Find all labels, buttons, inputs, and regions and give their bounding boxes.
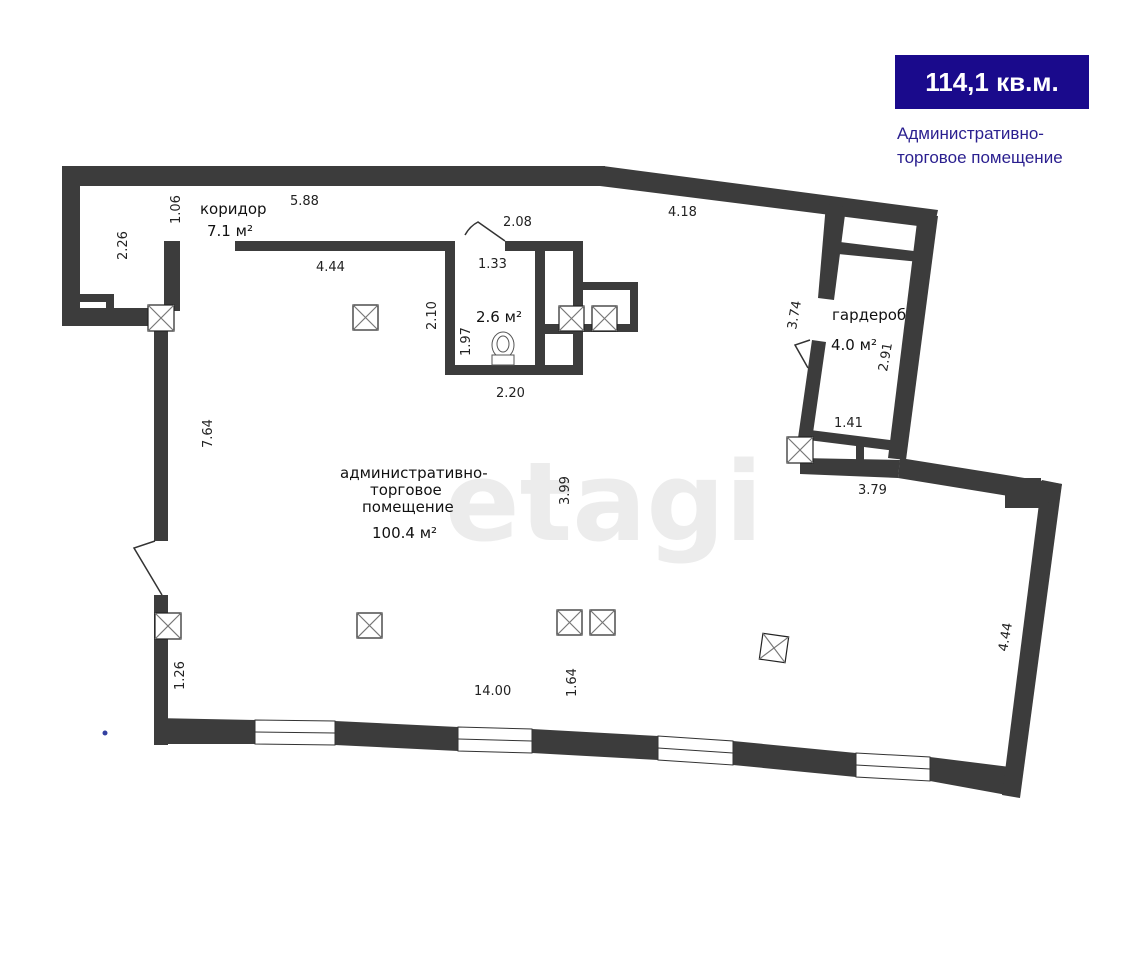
room-area-corridor: 7.1 м² bbox=[207, 222, 253, 240]
property-type-line1: Административно- bbox=[897, 124, 1044, 143]
column-icon bbox=[591, 305, 618, 332]
column-icon bbox=[558, 305, 585, 332]
room-area-wc: 2.6 м² bbox=[476, 308, 522, 326]
room-name-main-line1: административно- bbox=[340, 464, 488, 482]
dimension-label: 4.44 bbox=[996, 622, 1016, 653]
windows bbox=[254, 719, 931, 782]
column-icon bbox=[786, 436, 814, 464]
dimension-label: 1.64 bbox=[565, 668, 580, 697]
dimension-label: 2.26 bbox=[116, 231, 131, 260]
entrance-door-icon bbox=[132, 540, 163, 596]
column-icon bbox=[556, 609, 583, 636]
dimension-label: 1.33 bbox=[478, 257, 507, 272]
room-name-main-line3: помещение bbox=[362, 498, 454, 516]
property-type-line2: торговое помещение bbox=[897, 148, 1063, 167]
doors bbox=[132, 221, 811, 596]
marker-dot bbox=[102, 730, 108, 736]
dimension-label: 1.97 bbox=[459, 327, 474, 356]
watermark: etagi bbox=[445, 438, 763, 566]
room-name-main-line2: торговое bbox=[370, 481, 442, 499]
room-name-corridor: коридор bbox=[200, 200, 267, 218]
column-icon bbox=[154, 612, 182, 640]
dimension-label: 1.06 bbox=[169, 195, 184, 224]
wardrobe-door-icon bbox=[793, 339, 811, 369]
wc-door-icon bbox=[464, 221, 506, 242]
dimension-label: 4.18 bbox=[668, 205, 697, 220]
dimension-label: 1.26 bbox=[173, 661, 188, 690]
room-area-wardrobe: 4.0 м² bbox=[831, 336, 877, 354]
dimension-label: 4.44 bbox=[316, 260, 345, 275]
dimension-label: 7.64 bbox=[201, 419, 216, 448]
column-icon bbox=[589, 609, 616, 636]
dimension-label: 2.08 bbox=[503, 215, 532, 230]
toilet-icon bbox=[491, 331, 515, 366]
column-icon bbox=[352, 304, 379, 331]
room-area-main: 100.4 м² bbox=[372, 524, 437, 542]
dimension-label: 5.88 bbox=[290, 194, 319, 209]
dimension-label: 3.79 bbox=[858, 483, 887, 498]
dimension-label: 2.20 bbox=[496, 386, 525, 401]
room-name-wardrobe: гардероб bbox=[832, 306, 906, 324]
dimension-label: 1.41 bbox=[834, 416, 863, 431]
walls bbox=[62, 166, 1062, 798]
dimension-label: 2.10 bbox=[425, 301, 440, 330]
dimension-label: 14.00 bbox=[474, 684, 511, 699]
column-icon bbox=[147, 304, 175, 332]
column-icon bbox=[356, 612, 383, 639]
property-type-label: Административно- торговое помещение bbox=[897, 122, 1127, 170]
dimension-label: 3.99 bbox=[558, 476, 573, 505]
dimension-label: 2.91 bbox=[876, 342, 896, 373]
column-icon bbox=[758, 632, 790, 664]
columns bbox=[147, 304, 814, 664]
dimension-label: 3.74 bbox=[785, 300, 805, 331]
total-area-badge: 114,1 кв.м. bbox=[895, 55, 1089, 109]
